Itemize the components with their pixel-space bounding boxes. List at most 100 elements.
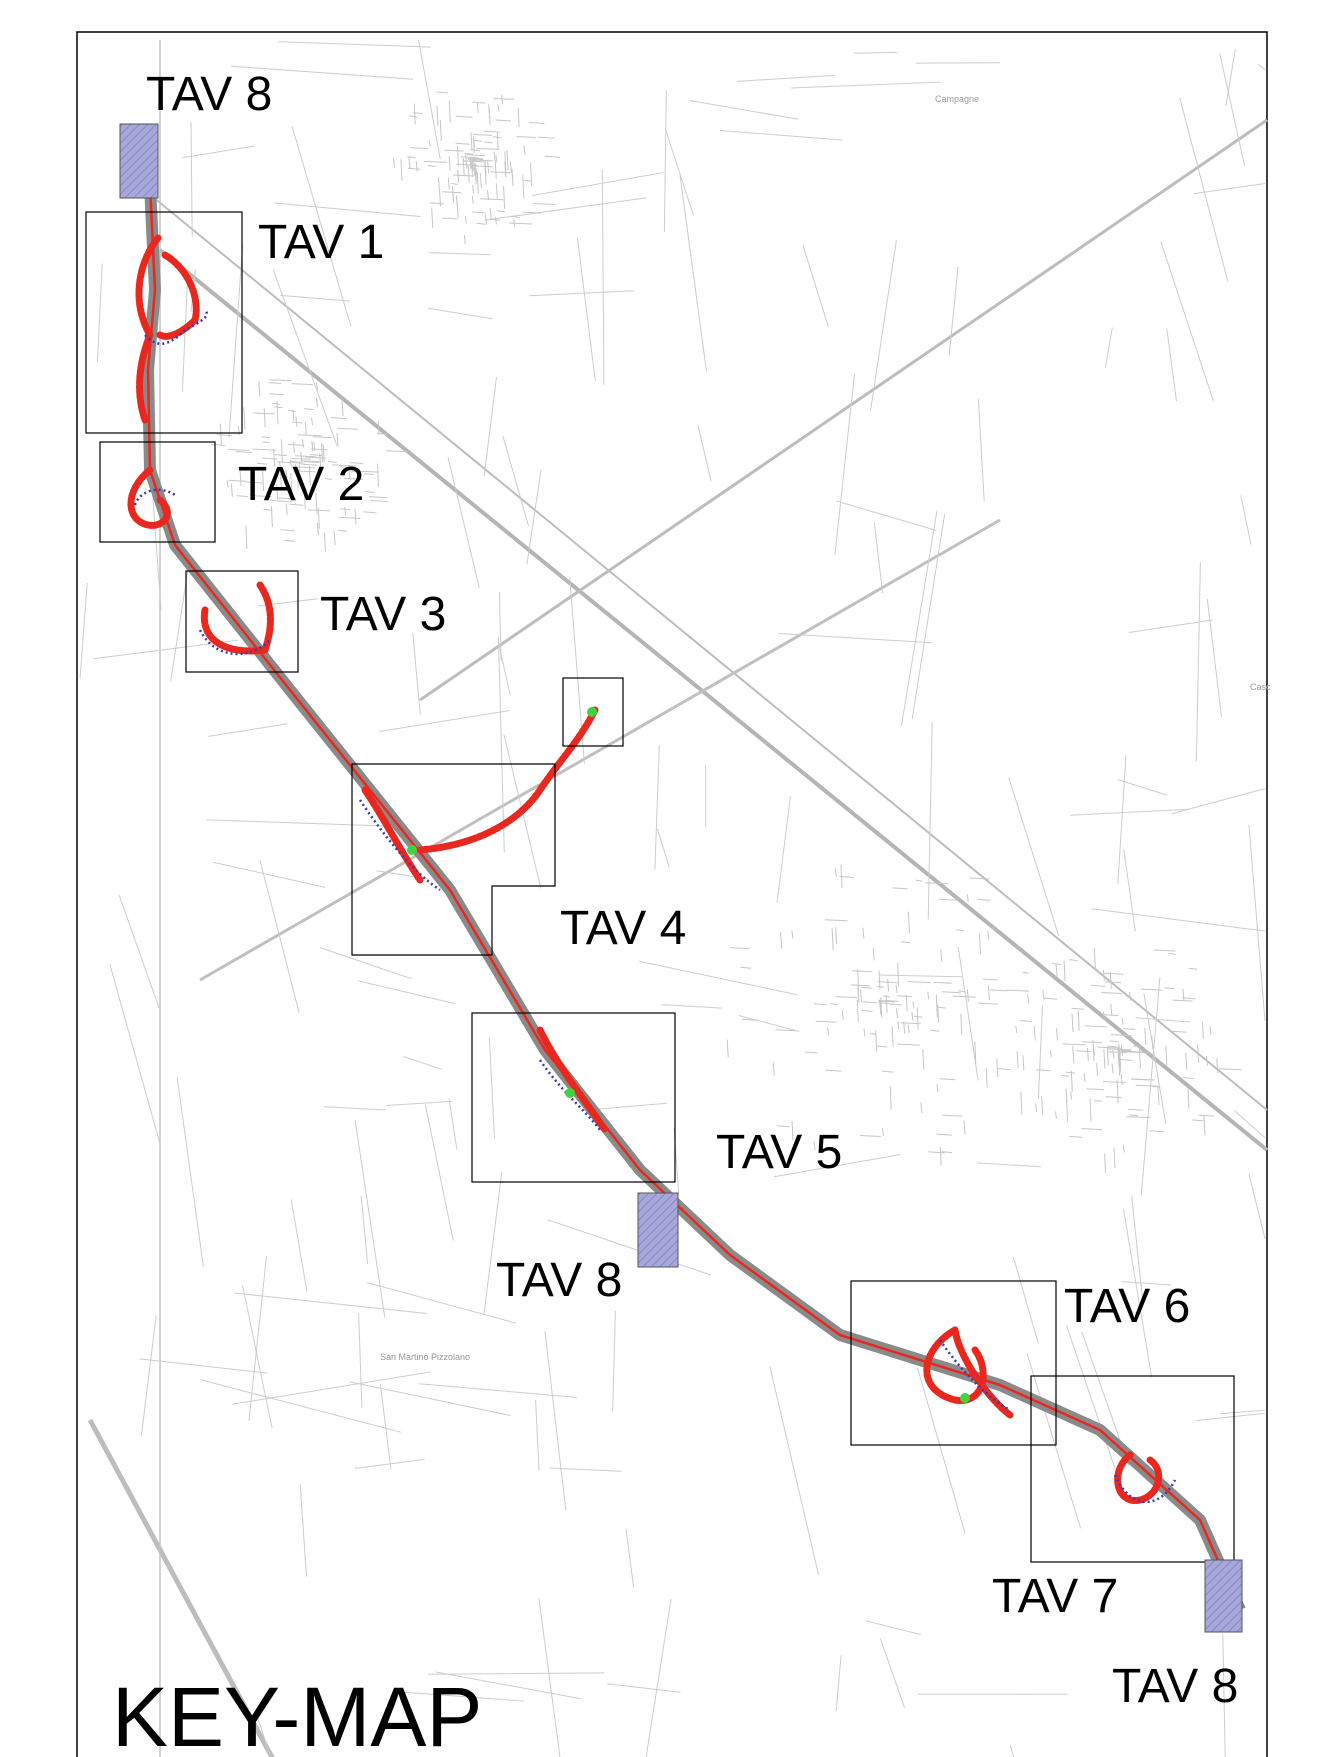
blue-detail-tav4 xyxy=(358,799,441,892)
background-line xyxy=(506,149,509,171)
background-line xyxy=(252,495,272,498)
background-line xyxy=(96,263,103,363)
background-line xyxy=(911,1011,914,1021)
background-line xyxy=(957,990,965,993)
background-line xyxy=(1138,1047,1141,1069)
background-line xyxy=(1120,1044,1123,1056)
tav8-marker-south xyxy=(1204,1559,1243,1633)
background-line xyxy=(1153,949,1176,952)
background-line xyxy=(277,497,297,500)
background-line xyxy=(415,160,418,172)
background-line xyxy=(1181,997,1196,1000)
background-line xyxy=(922,1049,925,1070)
background-line xyxy=(879,999,882,1015)
background-line xyxy=(835,926,838,945)
background-line xyxy=(1144,1027,1147,1045)
background-line xyxy=(834,373,855,555)
background-line xyxy=(1222,1634,1226,1757)
ramp-tav3-loop xyxy=(200,606,269,655)
background-line xyxy=(1218,1068,1242,1071)
background-line xyxy=(370,500,388,502)
background-line xyxy=(738,1015,800,1032)
background-line xyxy=(476,147,500,150)
background-line xyxy=(941,1151,953,1154)
background-line xyxy=(472,159,494,162)
background-line xyxy=(901,941,911,944)
background-line xyxy=(1121,1018,1124,1025)
background-line xyxy=(243,407,246,430)
background-line xyxy=(977,898,991,901)
background-line xyxy=(1070,1070,1073,1092)
background-line xyxy=(262,441,269,444)
background-line xyxy=(462,157,465,176)
background-line xyxy=(315,382,318,391)
background-line xyxy=(442,191,462,194)
background-line xyxy=(861,1009,873,1012)
map-title: KEY-MAP xyxy=(112,1670,482,1757)
background-line xyxy=(280,439,283,463)
background-line xyxy=(287,443,304,446)
background-line xyxy=(1149,1130,1165,1133)
background-line xyxy=(665,129,694,216)
background-line xyxy=(839,876,855,878)
background-line xyxy=(1110,1034,1132,1037)
background-line xyxy=(404,1691,524,1702)
background-line xyxy=(338,516,361,519)
background-line xyxy=(1016,1051,1019,1069)
background-line xyxy=(278,41,431,48)
background-line xyxy=(920,1102,923,1114)
interchange-ramps xyxy=(127,234,1163,1504)
background-line xyxy=(276,484,279,500)
background-line xyxy=(862,1001,877,1004)
background-line xyxy=(933,981,952,984)
background-line xyxy=(1188,967,1198,970)
background-line xyxy=(1119,1058,1133,1061)
ramp-tav6-branch xyxy=(951,1326,1014,1419)
background-line xyxy=(741,1018,759,1021)
blue-detail-tav6 xyxy=(938,1339,1011,1412)
background-line xyxy=(979,934,981,955)
background-line xyxy=(1120,1049,1127,1052)
link-road-tav4 xyxy=(416,706,599,854)
background-line xyxy=(1070,808,1190,816)
background-line xyxy=(901,510,938,726)
background-line xyxy=(865,1620,922,1636)
background-line xyxy=(322,444,325,462)
background-line xyxy=(1104,1153,1107,1174)
background-line xyxy=(1138,1051,1152,1054)
background-line xyxy=(485,214,487,225)
background-line xyxy=(447,177,450,190)
background-line xyxy=(1196,1412,1266,1421)
background-line xyxy=(317,507,320,529)
background-line xyxy=(889,1085,892,1110)
background-line xyxy=(268,382,282,384)
background-line xyxy=(463,160,486,163)
background-line xyxy=(1083,1072,1086,1082)
background-line xyxy=(740,966,751,969)
background-line xyxy=(1117,779,1168,796)
background-line xyxy=(1086,1047,1089,1062)
background-line xyxy=(290,1199,308,1292)
background-line xyxy=(299,1484,307,1577)
background-line xyxy=(109,963,162,1147)
background-line xyxy=(236,495,248,498)
background-line xyxy=(455,163,478,166)
background-line xyxy=(978,1002,999,1005)
background-line xyxy=(791,930,794,939)
background-line xyxy=(242,1285,273,1429)
background-line xyxy=(881,1070,894,1073)
background-line xyxy=(1135,1017,1191,1023)
background-line xyxy=(337,529,347,532)
background-line xyxy=(883,995,890,998)
background-line xyxy=(319,947,412,980)
background-line xyxy=(1066,1100,1069,1122)
background-line xyxy=(535,1400,540,1471)
background-line xyxy=(1015,1025,1018,1034)
blue-detail-tav7 xyxy=(1113,1474,1177,1504)
background-line xyxy=(852,970,873,973)
background-line xyxy=(726,1039,729,1058)
background-line xyxy=(987,930,990,940)
background-line xyxy=(936,1084,939,1093)
background-line xyxy=(1121,1281,1172,1286)
background-line xyxy=(872,948,875,961)
